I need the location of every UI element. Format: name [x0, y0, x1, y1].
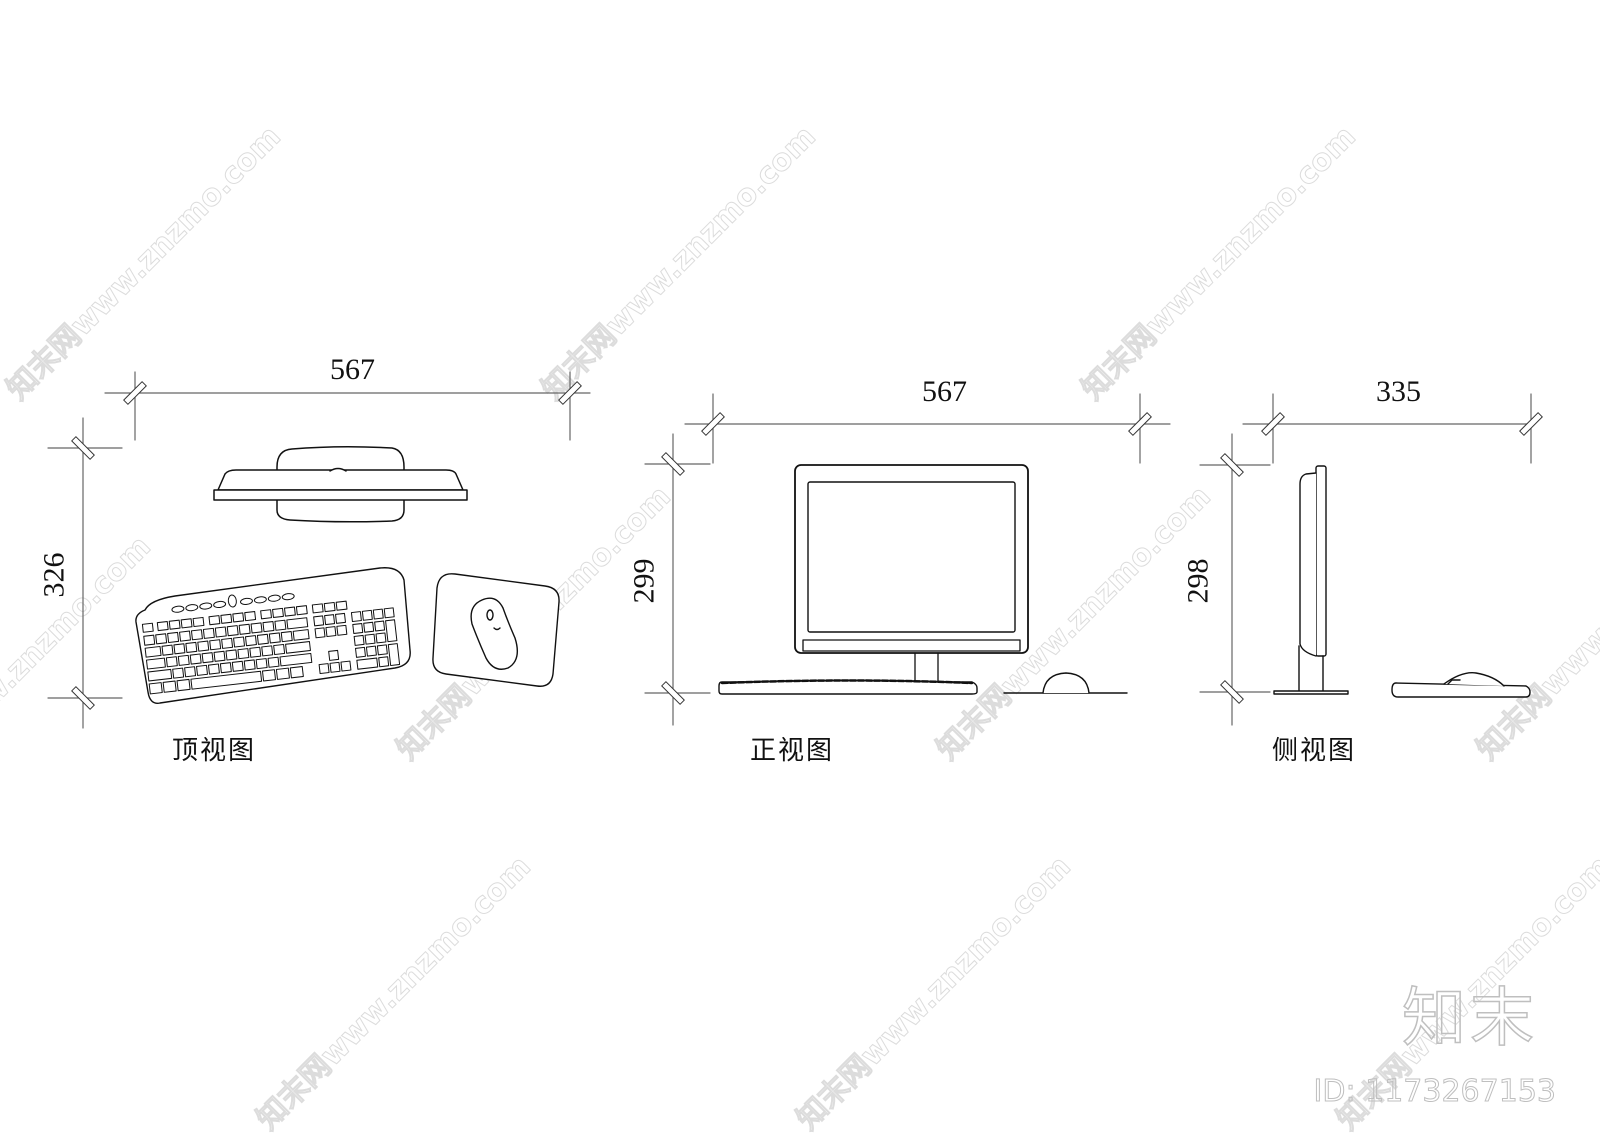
- tick-marks: [71, 381, 582, 710]
- side-view-width-dimension: 335: [1376, 375, 1421, 408]
- keyboard-front-view: [718, 679, 978, 695]
- keyboard-keys: [141, 593, 401, 695]
- monitor-top-view: [213, 445, 468, 523]
- top-view-width-dimension: 567: [330, 353, 375, 386]
- mouse-front-view: [1003, 672, 1128, 694]
- front-view-height-dimension: 299: [627, 558, 661, 604]
- top-view-height-dimension: 326: [37, 552, 71, 598]
- image-id-text: ID: 1173267153: [1313, 1074, 1556, 1110]
- side-view-height-dimension: 298: [1181, 558, 1215, 604]
- mousepad-top-view: [432, 573, 560, 687]
- brand-logo: 知末: [1401, 981, 1538, 1057]
- top-view-label: 顶视图: [172, 736, 257, 766]
- front-view-width-dimension: 567: [922, 375, 967, 408]
- monitor-side-view: [1273, 465, 1531, 698]
- side-view-label: 侧视图: [1272, 736, 1357, 766]
- front-view-label: 正视图: [750, 736, 835, 766]
- monitor-front-view: [794, 464, 1029, 683]
